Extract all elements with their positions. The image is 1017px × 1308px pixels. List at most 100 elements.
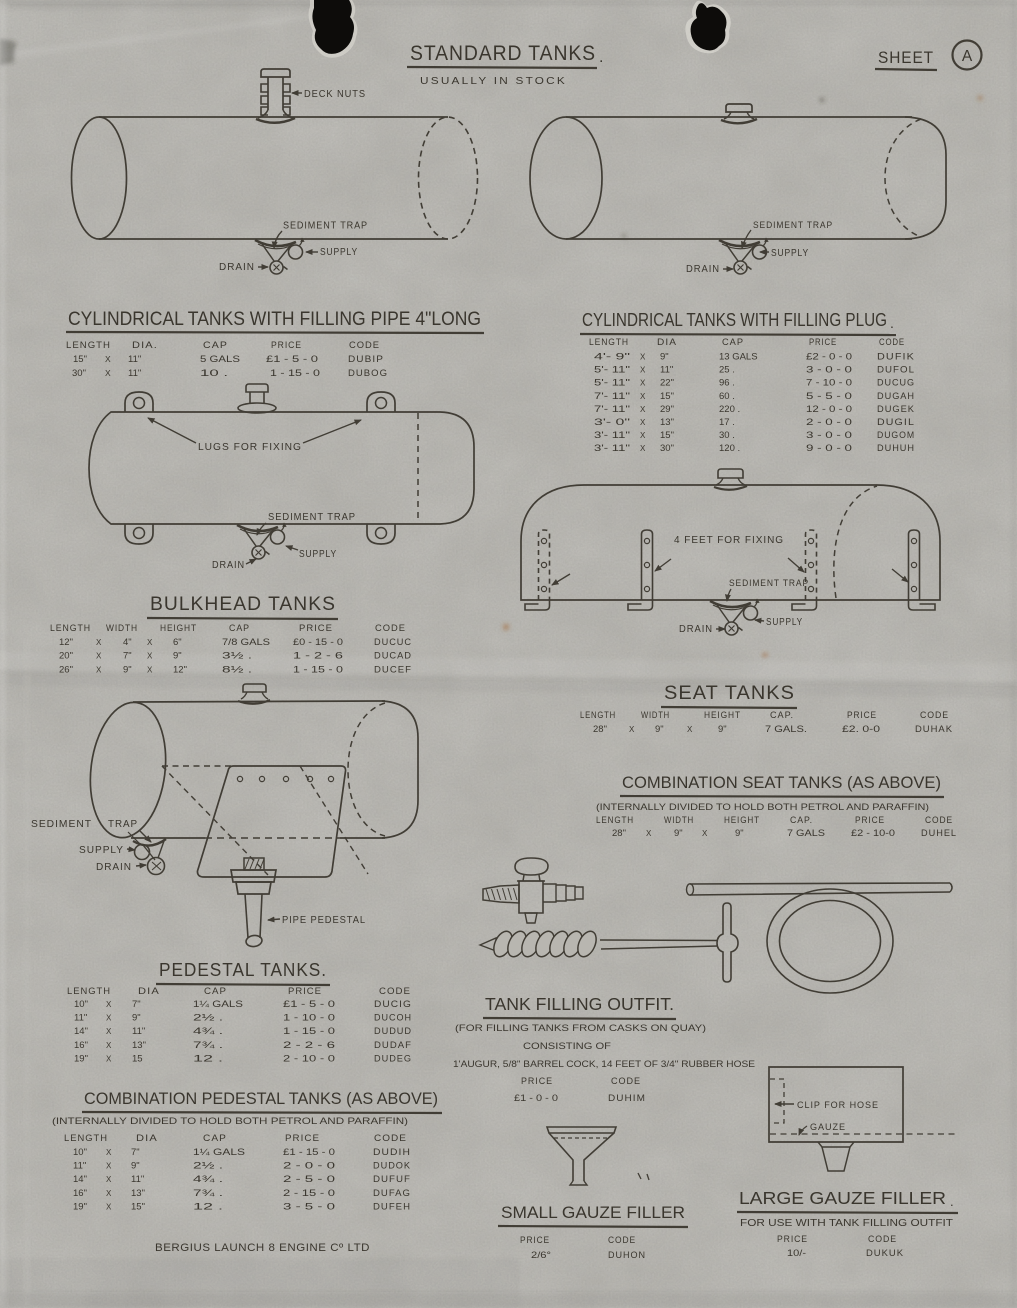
svg-text:96 .: 96 . [719,378,735,389]
svg-text:CAP: CAP [229,623,250,634]
svg-text:£2 - 0 - 0: £2 - 0 - 0 [806,352,852,363]
svg-text:LENGTH: LENGTH [589,337,629,348]
svg-text:PIPE PEDESTAL: PIPE PEDESTAL [282,914,366,926]
svg-text:DUHIM: DUHIM [608,1093,646,1104]
svg-text:SEAT TANKS: SEAT TANKS [664,683,795,704]
svg-text:LARGE GAUZE FILLER: LARGE GAUZE FILLER [739,1188,946,1208]
svg-text:DUDEG: DUDEG [374,1053,412,1064]
svg-text:DUDUD: DUDUD [374,1026,412,1037]
svg-text:LENGTH: LENGTH [67,986,111,997]
svg-text:9 - 0 - 0: 9 - 0 - 0 [806,443,852,454]
svg-text:2 - 10 - 0: 2 - 10 - 0 [283,1053,335,1064]
svg-text:3 - 0 - 0: 3 - 0 - 0 [806,365,852,376]
svg-text:11": 11" [74,1013,87,1024]
svg-text:9": 9" [655,724,664,735]
svg-text:X: X [106,1162,112,1171]
svg-text:CODE: CODE [374,1133,407,1144]
svg-text:2/6°: 2/6° [531,1250,551,1261]
svg-text:3 - 5 - 0: 3 - 5 - 0 [283,1201,335,1212]
svg-text:10": 10" [74,999,88,1010]
svg-text:3'- 11": 3'- 11" [594,443,630,454]
svg-text:30": 30" [660,443,674,454]
svg-text:15": 15" [73,354,87,365]
svg-text:11": 11" [128,354,141,365]
svg-text:X: X [106,1202,112,1211]
svg-text:6": 6" [173,637,182,648]
svg-text:USUALLY IN STOCK: USUALLY IN STOCK [420,75,567,87]
svg-text:25 .: 25 . [719,365,735,376]
svg-text:PRICE: PRICE [777,1234,808,1245]
svg-text:SUPPLY: SUPPLY [766,617,803,628]
svg-text:220 .: 220 . [719,404,740,415]
svg-text:SEDIMENT TRAP: SEDIMENT TRAP [753,220,833,231]
svg-text:CAP: CAP [722,337,744,348]
svg-text:X: X [640,431,646,440]
svg-text:9": 9" [123,664,132,675]
svg-text:X: X [106,1054,112,1063]
svg-text:X: X [105,368,111,378]
svg-text:14": 14" [73,1174,87,1185]
svg-text:X: X [147,652,153,661]
svg-text:SUPPLY: SUPPLY [320,247,358,258]
svg-text:22": 22" [660,378,674,389]
svg-text:DUHAK: DUHAK [915,724,953,735]
svg-text:DUHEL: DUHEL [921,828,957,839]
svg-text:.: . [599,49,603,66]
svg-text:7": 7" [131,1147,140,1158]
svg-text:7 GALS.: 7 GALS. [765,724,807,735]
svg-text:12 - 0 - 0: 12 - 0 - 0 [806,404,852,415]
svg-text:LENGTH: LENGTH [596,815,634,826]
svg-text:.: . [890,315,894,331]
svg-text:12": 12" [59,637,73,648]
svg-text:BULKHEAD TANKS: BULKHEAD TANKS [150,594,336,615]
svg-text:X: X [646,829,652,838]
svg-text:30": 30" [72,368,86,379]
svg-text:LENGTH: LENGTH [64,1133,108,1144]
svg-text:£2 - 10-0: £2 - 10-0 [851,828,895,839]
svg-text:X: X [640,366,646,375]
svg-text:DUDIH: DUDIH [373,1147,411,1158]
svg-text:SEDIMENT: SEDIMENT [31,818,92,830]
svg-text:X: X [147,665,153,674]
svg-text:LUGS FOR FIXING: LUGS FOR FIXING [198,441,302,453]
svg-text:CYLINDRICAL TANKS WITH FILLING: CYLINDRICAL TANKS WITH FILLING PIPE 4"LO… [68,309,481,330]
svg-text:CODE: CODE [868,1234,897,1245]
svg-text:X: X [640,353,646,362]
svg-text:8½ .: 8½ . [222,664,252,675]
svg-text:1 - 10 - 0: 1 - 10 - 0 [283,1013,335,1024]
svg-text:CAP.: CAP. [770,710,794,721]
svg-text:2 - 0 - 0: 2 - 0 - 0 [806,417,852,428]
svg-text:DUBIP: DUBIP [348,354,384,365]
svg-text:5'- 11": 5'- 11" [594,378,630,389]
svg-text:X: X [640,418,646,427]
svg-text:£1 - 5 - 0: £1 - 5 - 0 [266,354,318,365]
svg-text:7'- 11": 7'- 11" [594,404,630,415]
svg-text:DRAIN: DRAIN [212,560,245,571]
svg-text:DRAIN: DRAIN [679,624,713,635]
svg-text:DUFAG: DUFAG [373,1188,411,1199]
svg-text:PRICE: PRICE [271,340,302,351]
svg-text:13 GALS: 13 GALS [719,352,758,363]
svg-text:11": 11" [128,368,141,379]
svg-text:DRAIN: DRAIN [219,262,255,273]
svg-text:19": 19" [73,1201,87,1212]
svg-text:DIA: DIA [138,986,160,997]
svg-text:X: X [106,1014,112,1023]
svg-text:LENGTH: LENGTH [66,340,111,351]
svg-text:DUDOK: DUDOK [373,1161,411,1172]
svg-text:4¾ .: 4¾ . [193,1174,223,1185]
svg-text:10 .: 10 . [200,368,228,379]
svg-text:2½ .: 2½ . [193,1013,223,1024]
svg-text:HEIGHT: HEIGHT [724,815,760,826]
svg-text:DUGEK: DUGEK [877,404,915,415]
svg-text:3'- 0": 3'- 0" [594,417,630,428]
svg-text:X: X [96,665,102,674]
svg-text:16": 16" [73,1188,87,1199]
svg-text:CAP.: CAP. [790,815,813,826]
svg-text:CONSISTING OF: CONSISTING OF [523,1041,611,1052]
svg-text:DUFUF: DUFUF [373,1174,411,1185]
svg-text:12": 12" [173,664,187,675]
svg-text:DUDAF: DUDAF [374,1040,412,1051]
svg-text:15": 15" [660,430,674,441]
svg-text:GAUZE: GAUZE [810,1122,846,1133]
